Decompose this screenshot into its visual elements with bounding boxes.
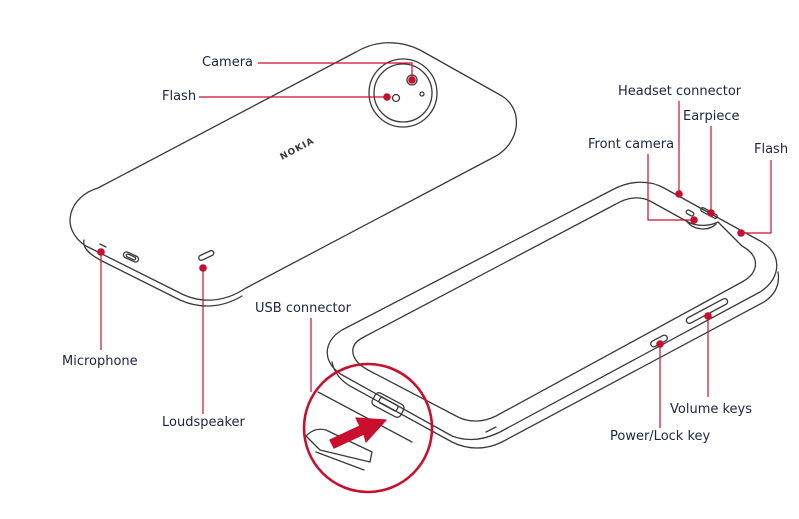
label-microphone: Microphone [62, 354, 138, 369]
dot-flash-back [383, 93, 391, 101]
callout-front-camera [647, 154, 694, 221]
dot-microphone [97, 248, 105, 256]
dot-headset-connector [675, 190, 683, 198]
label-camera: Camera [202, 55, 254, 70]
dot-camera [408, 76, 416, 84]
dot-flash-front [737, 229, 745, 237]
nokia-logo: NOKIA [279, 136, 317, 162]
loudspeaker-grille [198, 249, 215, 261]
label-loudspeaker: Loudspeaker [162, 415, 245, 430]
label-earpiece: Earpiece [683, 109, 740, 124]
phone-back-view: NOKIA [69, 42, 517, 307]
insert-arrow [329, 417, 387, 449]
usb-port-back [122, 251, 140, 263]
usb-magnifier-inset [302, 362, 434, 494]
phone-back-edge [83, 239, 243, 307]
callout-flash-front [741, 160, 772, 234]
label-flash-front: Flash [754, 142, 789, 157]
phone-front-edge [331, 271, 780, 449]
front-camera-lens [685, 209, 695, 217]
dot-loudspeaker [199, 264, 207, 272]
label-power-lock-key: Power/Lock key [610, 429, 711, 444]
microphone-hole [99, 243, 107, 248]
phone-back-body [69, 42, 517, 301]
front-notch [685, 219, 717, 230]
label-usb-connector: USB connector [255, 301, 351, 316]
dot-volume-keys [704, 312, 712, 320]
dot-front-camera [690, 216, 698, 224]
dot-power-lock [656, 340, 664, 348]
callout-lines [100, 62, 772, 428]
label-volume-keys: Volume keys [670, 402, 753, 417]
label-front-camera: Front camera [588, 137, 675, 152]
camera-module [368, 58, 438, 128]
label-flash-back: Flash [162, 89, 197, 104]
dot-earpiece [707, 209, 715, 217]
callout-camera [258, 62, 413, 79]
bottom-port-front [485, 426, 497, 433]
label-headset-connector: Headset connector [618, 84, 742, 99]
phone-front-screen [352, 197, 757, 422]
usb-port-closeup [371, 392, 405, 418]
phone-front-body [326, 181, 778, 441]
callout-dots [97, 76, 745, 348]
